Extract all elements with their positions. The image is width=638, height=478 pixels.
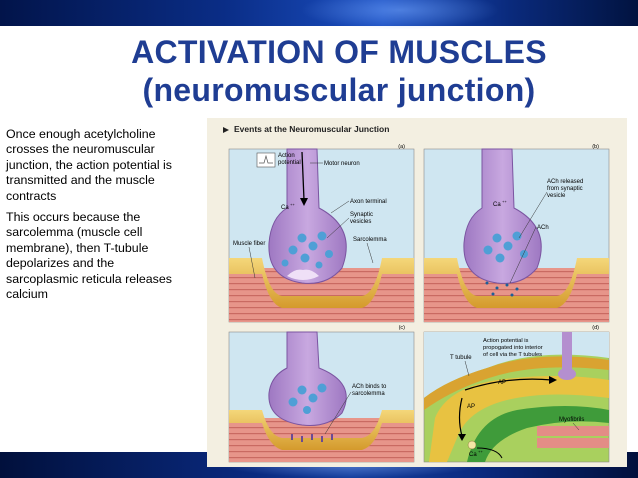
svg-text:(b): (b) bbox=[592, 144, 599, 150]
svg-text:Sarcolemma: Sarcolemma bbox=[353, 237, 387, 243]
svg-text:T tubule: T tubule bbox=[450, 355, 472, 361]
svg-text:(d): (d) bbox=[592, 325, 599, 331]
svg-text:of cell via the T tubules: of cell via the T tubules bbox=[483, 352, 542, 358]
svg-text:vesicles: vesicles bbox=[350, 219, 371, 225]
figure-title: Events at the Neuromuscular Junction bbox=[223, 124, 389, 134]
paragraph-acetylcholine: Once enough acetylcholine crosses the ne… bbox=[6, 127, 173, 203]
svg-text:Ca: Ca bbox=[493, 202, 501, 208]
svg-text:++: ++ bbox=[290, 202, 295, 207]
svg-text:Synaptic: Synaptic bbox=[350, 212, 373, 218]
svg-text:Ca: Ca bbox=[469, 452, 477, 458]
svg-text:vesicle: vesicle bbox=[547, 193, 566, 199]
svg-text:ACh binds to: ACh binds to bbox=[352, 384, 387, 390]
panel-b: Ca ++ ACh released from synaptic vesicle… bbox=[423, 144, 610, 323]
slide-title-line1: ACTIVATION OF MUSCLES bbox=[131, 34, 547, 70]
svg-text:Ca: Ca bbox=[281, 205, 289, 211]
svg-text:ACh released: ACh released bbox=[547, 179, 583, 185]
svg-text:(a): (a) bbox=[398, 144, 405, 150]
slide-body: Once enough acetylcholine crosses the ne… bbox=[6, 127, 186, 308]
panel-a: Action potential Motor neuron Ca ++ Axon… bbox=[228, 144, 415, 323]
figure-drawing: Action potential Motor neuron Ca ++ Axon… bbox=[228, 144, 610, 463]
svg-text:potential: potential bbox=[278, 160, 301, 166]
slide-title-line2: (neuromuscular junction) bbox=[142, 72, 536, 108]
svg-text:++: ++ bbox=[478, 449, 483, 454]
svg-text:Myofibrils: Myofibrils bbox=[559, 417, 584, 423]
svg-text:++: ++ bbox=[502, 199, 507, 204]
top-banner bbox=[0, 0, 638, 30]
svg-text:Action potential is: Action potential is bbox=[483, 338, 529, 344]
svg-text:Muscle fiber: Muscle fiber bbox=[233, 241, 265, 247]
paragraph-sarcolemma: This occurs because the sarcolemma (musc… bbox=[6, 210, 172, 302]
svg-text:propogated into interior: propogated into interior bbox=[483, 345, 543, 351]
svg-text:Axon terminal: Axon terminal bbox=[350, 199, 387, 205]
svg-text:Action: Action bbox=[278, 153, 295, 159]
svg-text:ACh: ACh bbox=[537, 225, 549, 231]
svg-text:AP: AP bbox=[498, 380, 506, 386]
svg-text:Motor neuron: Motor neuron bbox=[324, 161, 360, 167]
panel-c: ACh binds to sarcolemma (c) bbox=[228, 325, 415, 463]
panel-d: Action potential is propogated into inte… bbox=[423, 325, 610, 463]
svg-text:AP: AP bbox=[467, 404, 475, 410]
triangle-bullet-icon bbox=[223, 126, 229, 133]
svg-text:from synaptic: from synaptic bbox=[547, 186, 583, 192]
svg-text:(c): (c) bbox=[399, 325, 406, 331]
svg-text:sarcolemma: sarcolemma bbox=[352, 391, 385, 397]
nmj-figure: Events at the Neuromuscular Junction bbox=[207, 118, 627, 467]
